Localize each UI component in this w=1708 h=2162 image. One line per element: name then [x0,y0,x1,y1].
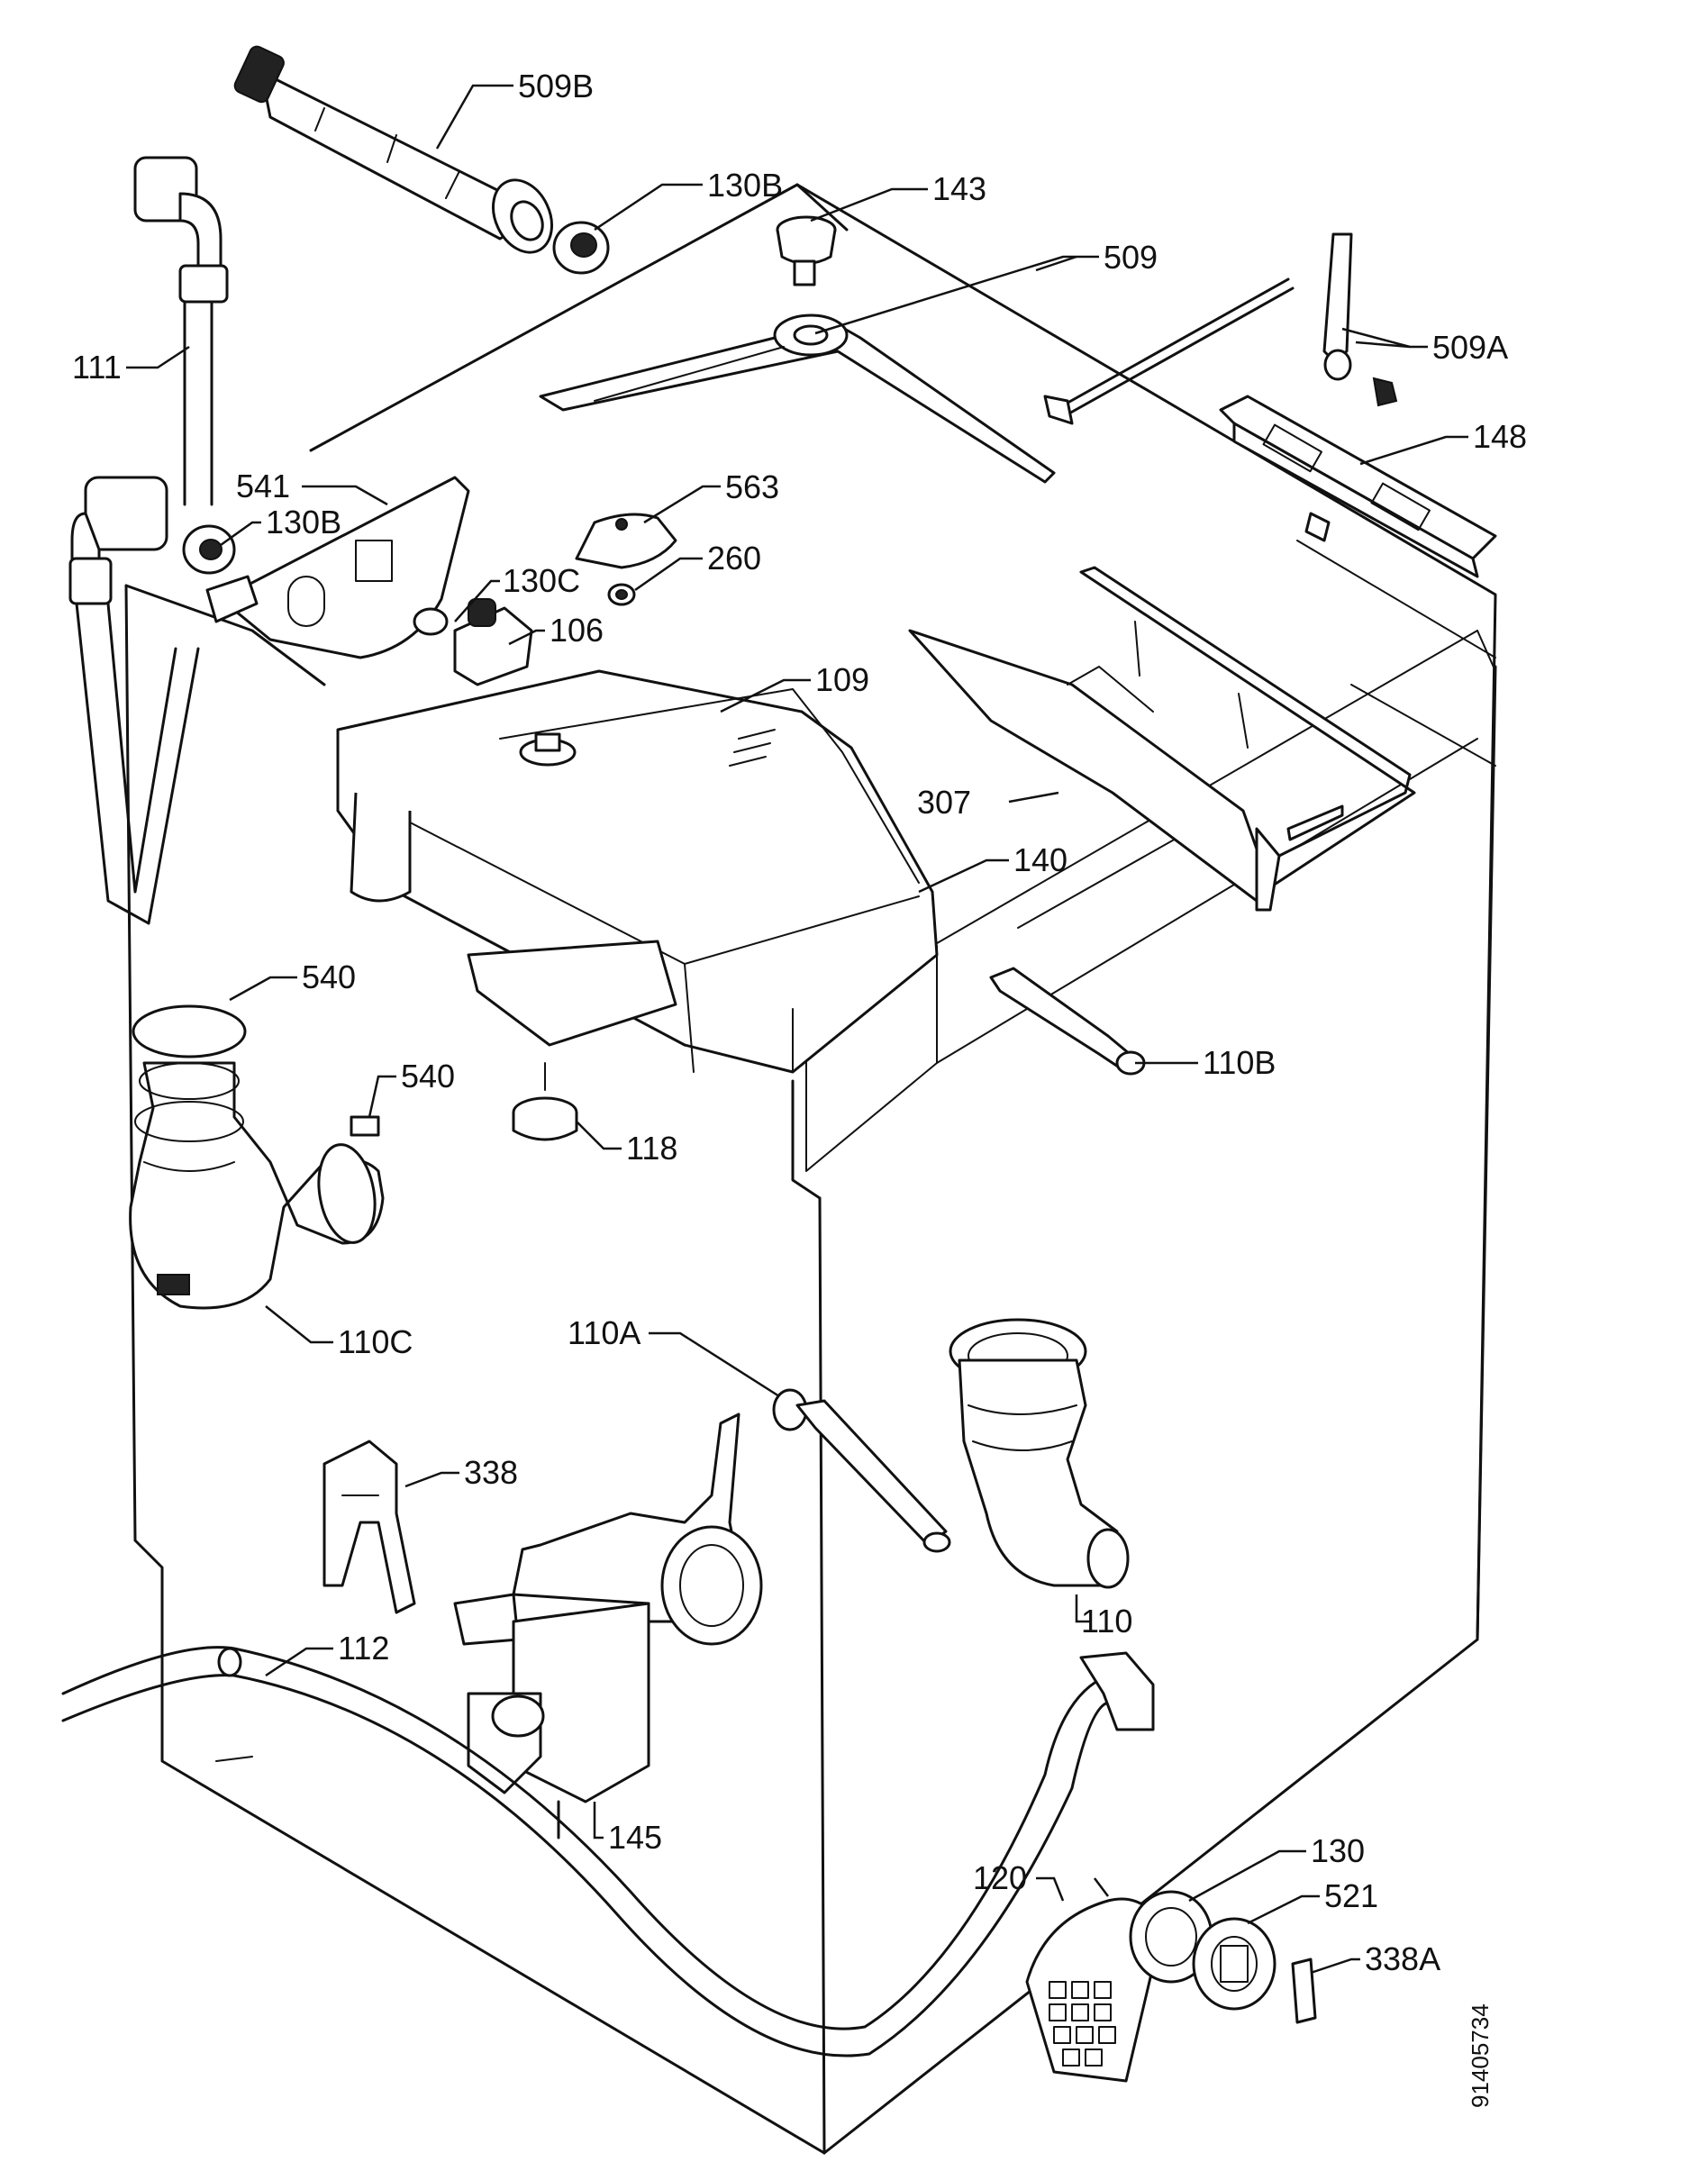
document-code: 91405734 [1467,2003,1494,2108]
label-509a: 509A [1432,329,1508,366]
part-338-u-bracket [323,1440,416,1614]
part-110-elbow-bellows [949,1318,1130,1589]
label-110: 110 [1081,1603,1132,1640]
part-145-drain-pump [453,1413,763,1840]
part-307-detergent-drawer [908,566,1416,912]
part-111-inlet-hose [68,156,229,925]
label-563: 563 [725,468,779,505]
part-148-handle [1219,395,1497,578]
label-110a: 110A [568,1314,640,1351]
part-338a-clip [1291,1958,1317,2024]
part-labels: 509B 130B 143 509 509A 111 148 541 130B … [72,68,1527,1977]
part-110b-hose [989,967,1146,1076]
label-106: 106 [550,612,604,649]
part-130-filter-seal [1129,1890,1213,1984]
part-563-cam-plate [575,513,677,569]
part-112-drain-hose [61,1646,1155,2058]
label-130c: 130C [503,562,580,599]
part-120-filter [1025,1897,1164,2083]
part-130c-clip [413,607,449,636]
part-260-spring [607,583,636,606]
part-509-rod [1043,277,1295,425]
part-130b-mid-nut [182,524,236,575]
label-541: 541 [236,468,290,504]
part-109-140-dispenser-housing [336,669,939,1074]
part-110a-hose [772,1388,951,1553]
label-112: 112 [338,1630,389,1667]
label-130b-top: 130B [707,167,783,204]
label-338: 338 [464,1454,518,1491]
label-509b: 509B [518,68,594,104]
label-260: 260 [707,540,761,577]
part-509-spider-arm [539,313,1056,484]
label-140: 140 [1013,841,1068,878]
label-143: 143 [932,170,986,207]
label-111: 111 [72,349,122,386]
label-110c: 110C [338,1323,413,1360]
part-540-bellows [129,1004,385,1310]
label-120: 120 [973,1859,1027,1896]
part-509b-inlet-tube [233,45,553,254]
label-110b: 110B [1203,1044,1276,1081]
part-509a-lever [1322,232,1398,407]
label-118: 118 [626,1130,677,1167]
label-145: 145 [608,1819,662,1856]
label-130: 130 [1311,1832,1365,1869]
part-106-switch [453,598,533,686]
part-130b-top-nut [552,221,610,275]
part-118-gear [512,1062,578,1141]
label-109: 109 [815,661,869,698]
part-521-filter-cap [1192,1917,1276,2011]
label-338a: 338A [1365,1940,1440,1977]
label-148: 148 [1473,418,1527,455]
label-509: 509 [1104,239,1158,276]
label-307: 307 [917,784,971,821]
label-130b-mid: 130B [266,504,341,540]
leader-lines [126,84,1468,1975]
label-540-b: 540 [401,1058,455,1095]
part-541-panel-bracket [205,476,470,659]
label-521: 521 [1324,1877,1378,1914]
label-540-a: 540 [302,958,356,995]
part-143-knob [776,215,837,286]
